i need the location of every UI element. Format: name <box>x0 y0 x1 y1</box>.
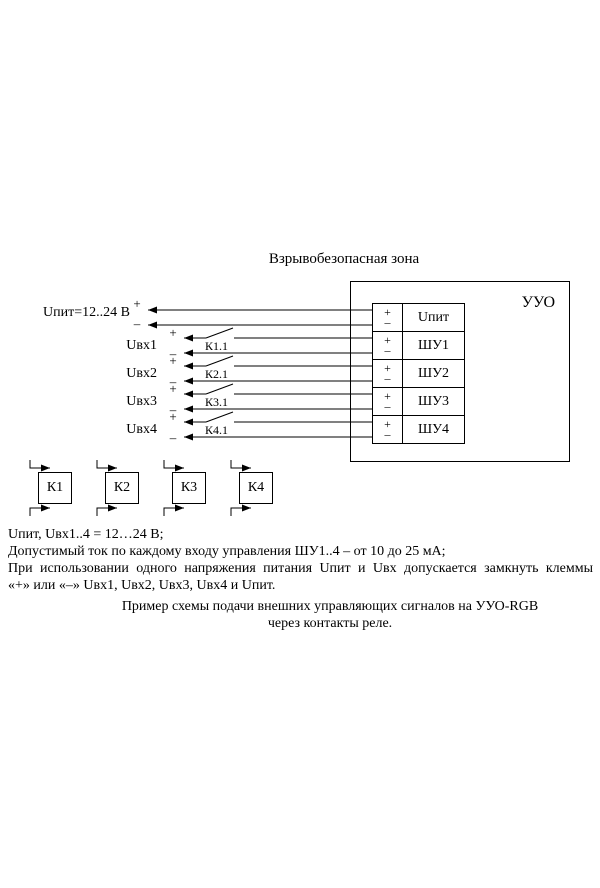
terminal-label: ШУ2 <box>402 359 465 388</box>
terminal-polarity-cell: + – <box>372 359 403 388</box>
contact-label-k4-1: К4.1 <box>205 423 229 437</box>
switch-blade-k2-1 <box>205 355 234 367</box>
relay-box-k1: К1 <box>38 472 72 504</box>
uuo-device-box: УУО <box>350 281 570 462</box>
input1-plus-sign: + <box>169 325 177 340</box>
minus-sign: – <box>384 371 391 385</box>
terminal-label: ШУ3 <box>402 387 465 416</box>
terminal-label: Uпит <box>402 303 465 332</box>
input3-plus-sign: + <box>169 381 177 396</box>
terminal-label: ШУ1 <box>402 331 465 360</box>
relay-label: К2 <box>113 480 131 495</box>
note-line-4: «+» или «–» Uвх1, Uвх2, Uвх3, Uвх4 и Uпи… <box>8 578 276 593</box>
plus-sign: + <box>384 361 391 375</box>
input1-minus-sign: – <box>169 346 177 361</box>
note-line-1: Uпит, Uвх1..4 = 12…24 В; <box>8 527 164 542</box>
contact-label-k1-1: К1.1 <box>205 339 229 353</box>
plus-sign: + <box>384 333 391 347</box>
input3-minus-sign: – <box>169 402 177 417</box>
terminal-polarity-cell: + – <box>372 303 403 332</box>
minus-sign: – <box>384 343 391 357</box>
figure-caption-line-1: Пример схемы подачи внешних управляющих … <box>121 599 539 614</box>
input2-wires <box>184 355 372 385</box>
input4-minus-sign: – <box>169 430 177 445</box>
relay4-leads <box>230 460 251 516</box>
relay-label: К1 <box>46 480 64 495</box>
minus-sign: – <box>384 427 391 441</box>
terminal-row-shu2: + – ШУ2 <box>372 359 465 388</box>
power-source-label: Uпит=12..24 В <box>43 305 130 320</box>
switch-blade-k3-1 <box>205 383 234 395</box>
plus-sign: + <box>384 389 391 403</box>
contact-label-k2-1: К2.1 <box>205 367 229 381</box>
plus-sign: + <box>384 417 391 431</box>
power-minus-sign: – <box>133 316 141 331</box>
switch-blade-k1-1 <box>205 327 234 339</box>
zone-title: Взрывобезопасная зона <box>268 251 420 267</box>
power-wires <box>148 306 372 329</box>
input-label-uvh2: Uвх2 <box>126 366 157 381</box>
figure-caption-line-2: через контакты реле. <box>267 616 393 631</box>
terminal-row-upit: + – Uпит <box>372 303 465 332</box>
input4-plus-sign: + <box>169 409 177 424</box>
power-plus-sign: + <box>133 296 141 311</box>
terminal-row-shu1: + – ШУ1 <box>372 331 465 360</box>
input2-plus-sign: + <box>169 353 177 368</box>
terminal-row-shu4: + – ШУ4 <box>372 415 465 444</box>
relay-box-k4: К4 <box>239 472 273 504</box>
input2-minus-sign: – <box>169 374 177 389</box>
relay-label: К3 <box>180 480 198 495</box>
relay2-leads <box>96 460 117 516</box>
relay3-leads <box>163 460 184 516</box>
minus-sign: – <box>384 399 391 413</box>
input4-wires <box>184 411 372 441</box>
input1-wires <box>184 327 372 357</box>
contact-label-k3-1: К3.1 <box>205 395 229 409</box>
terminal-polarity-cell: + – <box>372 415 403 444</box>
switch-blade-k4-1 <box>205 411 234 423</box>
input-label-uvh1: Uвх1 <box>126 338 157 353</box>
input-label-uvh4: Uвх4 <box>126 422 157 437</box>
uuo-device-label: УУО <box>521 294 555 311</box>
relay-box-k2: К2 <box>105 472 139 504</box>
terminal-polarity-cell: + – <box>372 331 403 360</box>
terminal-row-shu3: + – ШУ3 <box>372 387 465 416</box>
relay-label: К4 <box>247 480 265 495</box>
terminal-polarity-cell: + – <box>372 387 403 416</box>
relay1-leads <box>29 460 50 516</box>
plus-sign: + <box>384 305 391 319</box>
input-label-uvh3: Uвх3 <box>126 394 157 409</box>
minus-sign: – <box>384 315 391 329</box>
relay-box-k3: К3 <box>172 472 206 504</box>
note-line-3: При использовании одного напряжения пита… <box>8 561 593 576</box>
input3-wires <box>184 383 372 413</box>
terminal-label: ШУ4 <box>402 415 465 444</box>
note-line-2: Допустимый ток по каждому входу управлен… <box>8 544 446 559</box>
